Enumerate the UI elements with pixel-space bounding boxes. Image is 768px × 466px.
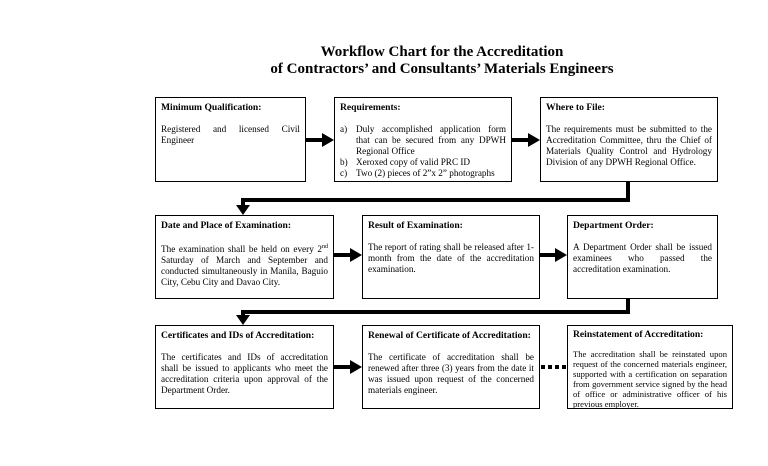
list-text: Two (2) pieces of 2”x 2” photographs <box>356 168 495 178</box>
arrow-result-to-deptorder <box>540 248 567 262</box>
requirements-list: a) Duly accomplished application form tha… <box>340 124 506 179</box>
box-department-order: Department Order: A Department Order sha… <box>567 215 718 299</box>
box-body: A Department Order shall be issued exami… <box>573 242 712 274</box>
box-minimum-qualification: Minimum Qualification: Registered and li… <box>155 97 306 182</box>
box-heading: Requirements: <box>340 102 401 113</box>
exam-body-start: The examination shall be held on every 2 <box>161 244 322 255</box>
box-body: The certificate of accreditation shall b… <box>368 352 534 395</box>
list-text: Duly accomplished application form that … <box>356 124 506 156</box>
box-certificates-ids: Certificates and IDs of Accreditation: T… <box>155 325 334 409</box>
box-heading: Date and Place of Examination: <box>161 220 292 231</box>
list-item: c) Two (2) pieces of 2”x 2” photographs <box>340 168 506 179</box>
list-letter: c) <box>340 168 348 178</box>
exam-ordinal-suffix: nd <box>322 244 328 250</box>
arrow-certificates-to-renewal <box>334 360 362 374</box>
box-date-place-examination: Date and Place of Examination: The exami… <box>155 215 334 299</box>
box-body: The accreditation shall be reinstated up… <box>573 349 727 409</box>
arrow-minqual-to-requirements <box>306 133 334 147</box>
list-letter: b) <box>340 157 348 167</box>
box-heading: Reinstatement of Accreditation: <box>573 329 704 340</box>
exam-body-end: Saturday of March and September and cond… <box>161 255 328 288</box>
box-heading: Result of Examination: <box>368 220 463 231</box>
box-body: The requirements must be submitted to th… <box>546 124 712 167</box>
list-letter: a) <box>340 124 348 134</box>
arrow-exam-to-result <box>334 248 362 262</box>
box-where-to-file: Where to File: The requirements must be … <box>540 97 718 182</box>
box-heading: Minimum Qualification: <box>161 102 262 113</box>
box-body: The examination shall be held on every 2… <box>161 242 328 288</box>
connector-row1-to-row2 <box>236 181 630 215</box>
box-result-of-examination: Result of Examination: The report of rat… <box>362 215 540 299</box>
box-body: The certificates and IDs of accreditatio… <box>161 352 328 395</box>
box-heading: Where to File: <box>546 102 605 113</box>
chart-title-line2: of Contractors’ and Consultants’ Materia… <box>270 61 614 77</box>
box-heading: Renewal of Certificate of Accreditation: <box>368 330 531 341</box>
chart-title-line1: Workflow Chart for the Accreditation <box>320 44 564 60</box>
box-renewal-certificate: Renewal of Certificate of Accreditation:… <box>362 325 540 409</box>
box-requirements: Requirements: a) Duly accomplished applic… <box>334 97 512 182</box>
box-body: The report of rating shall be released a… <box>368 242 534 274</box>
connector-row2-to-row3 <box>236 298 630 325</box>
box-body: Registered and licensed Civil Engineer <box>161 124 300 145</box>
box-heading: Certificates and IDs of Accreditation: <box>161 330 315 341</box>
list-text: Xeroxed copy of valid PRC ID <box>356 157 471 167</box>
box-reinstatement: Reinstatement of Accreditation: The accr… <box>567 325 733 409</box>
arrow-requirements-to-where <box>512 133 540 147</box>
list-item: b) Xeroxed copy of valid PRC ID <box>340 157 506 168</box>
box-heading: Department Order: <box>573 220 654 231</box>
list-item: a) Duly accomplished application form tha… <box>340 124 506 157</box>
